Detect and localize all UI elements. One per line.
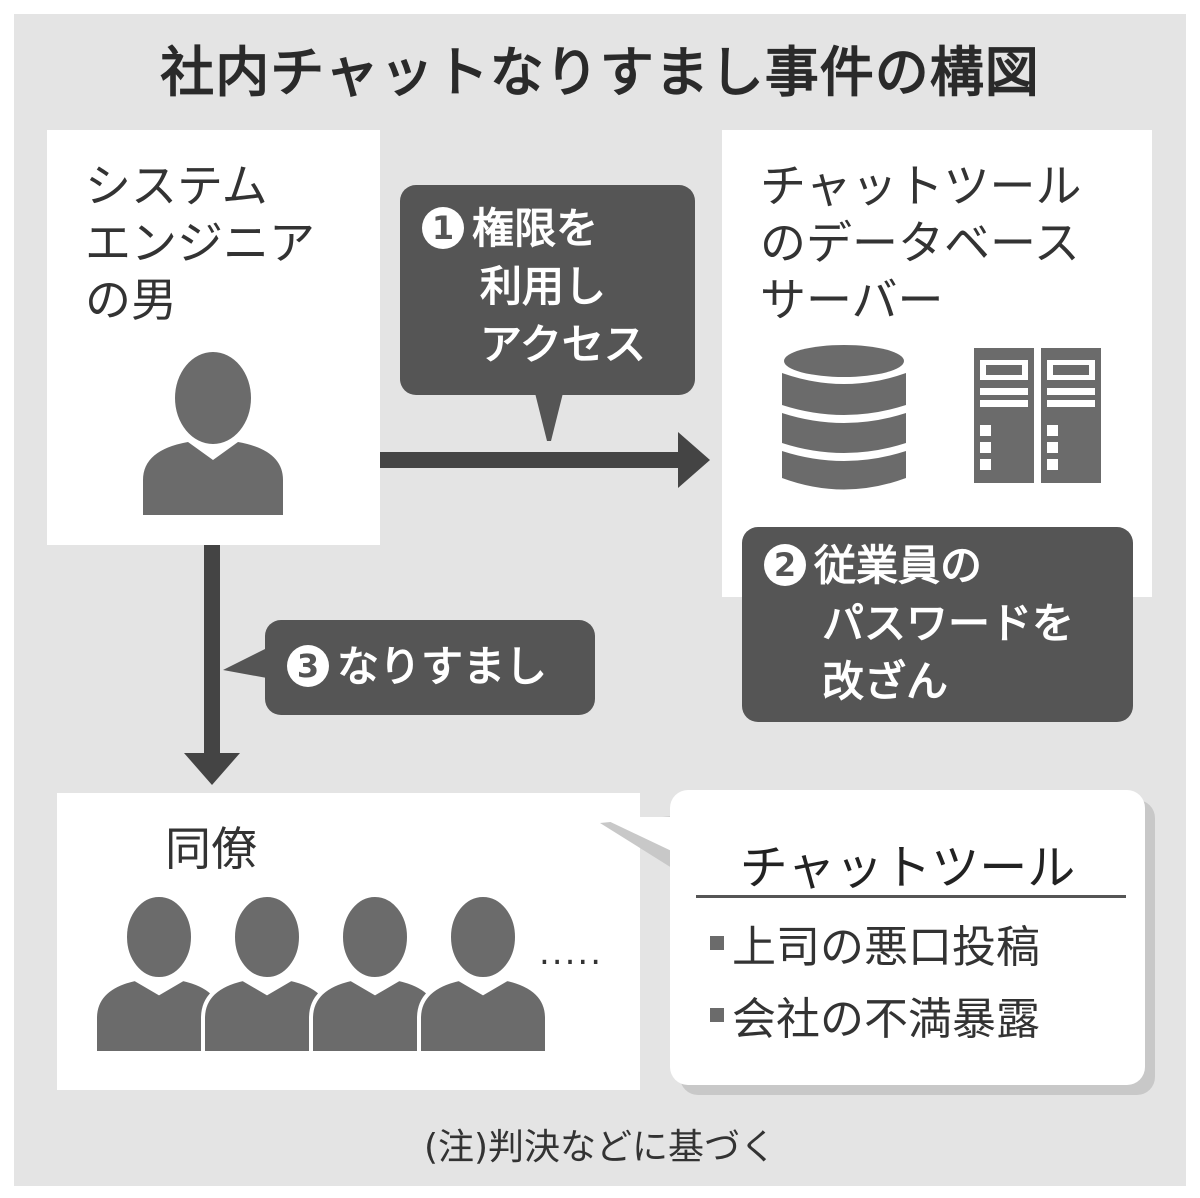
chat-bubble-tail xyxy=(600,815,683,875)
chat-tool-item: 会社の不満暴露 xyxy=(710,984,1040,1056)
access-arrow xyxy=(380,432,710,488)
database-icon xyxy=(782,345,906,490)
colleagues-group-icon xyxy=(95,893,549,1053)
step3-callout-tail xyxy=(223,648,267,678)
impersonation-arrow xyxy=(184,545,240,785)
diagram-title: 社内チャットなりすまし事件の構図 xyxy=(160,41,1040,104)
engineer-box: システム エンジニア の男 xyxy=(47,130,380,545)
step1-callout-tail xyxy=(535,393,563,441)
colleagues-label: 同僚 xyxy=(165,822,257,876)
chat-tool-list: 上司の悪口投稿 会社の不満暴露 xyxy=(710,912,1040,1056)
step3-label: なりすまし xyxy=(337,642,548,691)
step2-number: 2 xyxy=(764,544,806,586)
more-colleagues-ellipsis: ..... xyxy=(539,933,604,973)
chat-tool-item-text: 上司の悪口投稿 xyxy=(732,922,1040,973)
step2-line: 改ざん xyxy=(822,657,949,706)
step3-number: 3 xyxy=(287,645,329,687)
server-box: チャットツール のデータベース サーバー xyxy=(722,130,1152,597)
chat-tool-title: チャットツール xyxy=(739,840,1076,896)
engineer-label: システム エンジニア の男 xyxy=(85,158,315,329)
server-label-line: のデータベース xyxy=(760,216,1080,270)
server-label-line: サーバー xyxy=(760,273,944,327)
bullet-icon xyxy=(710,936,724,950)
step2-line: パスワードを xyxy=(822,599,1075,648)
chat-tool-item: 上司の悪口投稿 xyxy=(710,912,1040,984)
colleagues-box: 同僚 ..... xyxy=(57,793,640,1090)
step1-line: 権限を xyxy=(472,204,599,253)
engineer-label-line: の男 xyxy=(85,273,177,327)
step2-line: 従業員の xyxy=(814,541,983,590)
chat-tool-item-text: 会社の不満暴露 xyxy=(732,994,1040,1045)
bullet-icon xyxy=(710,1008,724,1022)
step1-line: 利用し xyxy=(480,262,607,311)
footnote: (注)判決などに基づく xyxy=(423,1127,777,1168)
chat-tool-divider xyxy=(696,895,1126,898)
server-label-line: チャットツール xyxy=(760,159,1082,213)
engineer-label-line: エンジニア xyxy=(85,216,315,270)
step1-number: 1 xyxy=(422,207,464,249)
chat-tool-bubble: チャットツール 上司の悪口投稿 会社の不満暴露 xyxy=(670,790,1145,1085)
engineer-label-line: システム xyxy=(85,159,268,213)
server-label: チャットツール のデータベース サーバー xyxy=(760,158,1082,329)
server-rack-icon xyxy=(974,348,1101,483)
step1-line: アクセス xyxy=(480,320,646,369)
person-icon xyxy=(143,352,283,515)
